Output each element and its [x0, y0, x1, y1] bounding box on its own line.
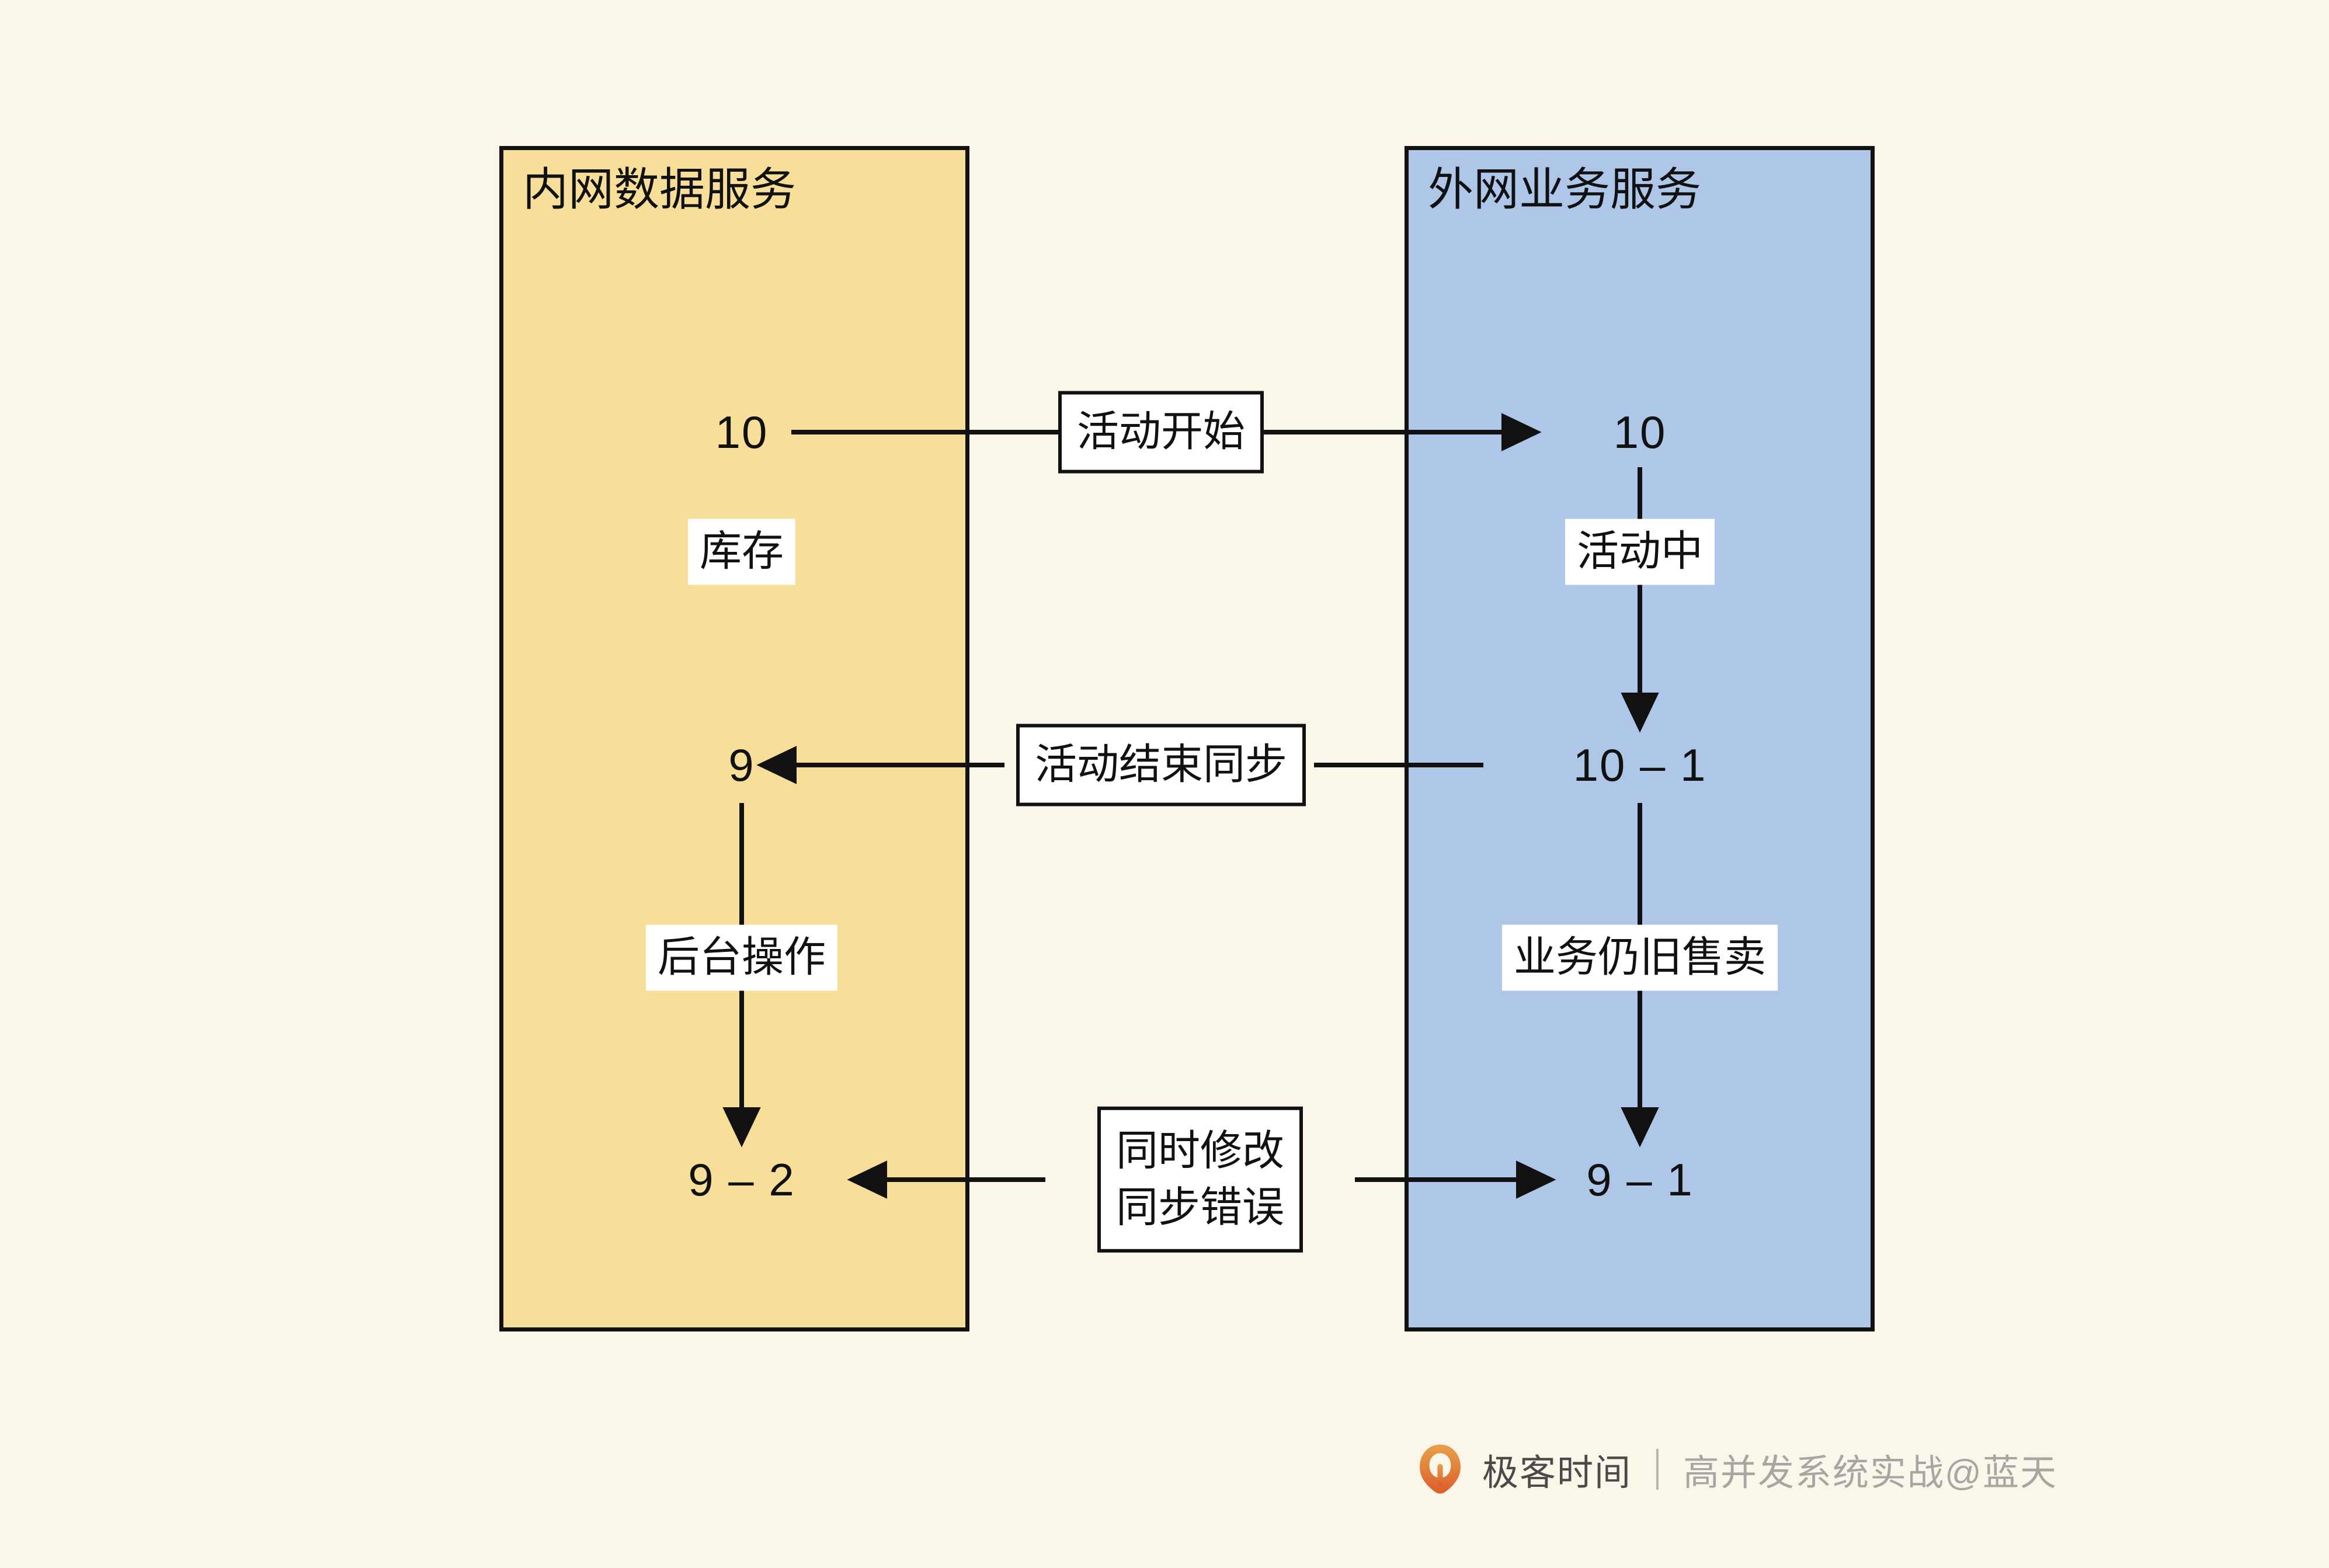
label-concurrent-modify-sync-error: 同时修改 同步错误: [1097, 1106, 1303, 1253]
node-inner-bottom: 9 – 2: [688, 1154, 795, 1205]
node-outer-bottom: 9 – 1: [1586, 1154, 1694, 1205]
footer-divider: [1656, 1449, 1659, 1490]
label-activity-running: 活动中: [1565, 519, 1715, 585]
lane-inner-title: 内网数据服务: [523, 164, 797, 215]
label-activity-end-sync: 活动结束同步: [1016, 724, 1306, 806]
geekbang-logo-icon: [1420, 1444, 1461, 1494]
footer-tagline: 高并发系统实战@蓝天: [1683, 1453, 2057, 1493]
label-sync-error-line2: 同步错误: [1115, 1184, 1285, 1231]
lane-outer-title: 外网业务服务: [1428, 164, 1702, 215]
node-outer-top: 10: [1613, 406, 1667, 458]
label-business-still-selling: 业务仍旧售卖: [1501, 924, 1778, 991]
label-activity-start: 活动开始: [1058, 391, 1264, 474]
label-concurrent-modify-line1: 同时修改: [1115, 1127, 1285, 1174]
footer-watermark: 极客时间 高并发系统实战@蓝天: [1413, 1442, 2057, 1496]
node-inner-mid: 9: [728, 739, 755, 791]
label-backend-operation: 后台操作: [645, 924, 838, 991]
node-outer-mid: 10 – 1: [1573, 739, 1707, 791]
node-inner-top: 10: [715, 406, 769, 458]
label-inventory: 库存: [687, 519, 796, 585]
footer-brand-name: 极客时间: [1482, 1453, 1632, 1493]
